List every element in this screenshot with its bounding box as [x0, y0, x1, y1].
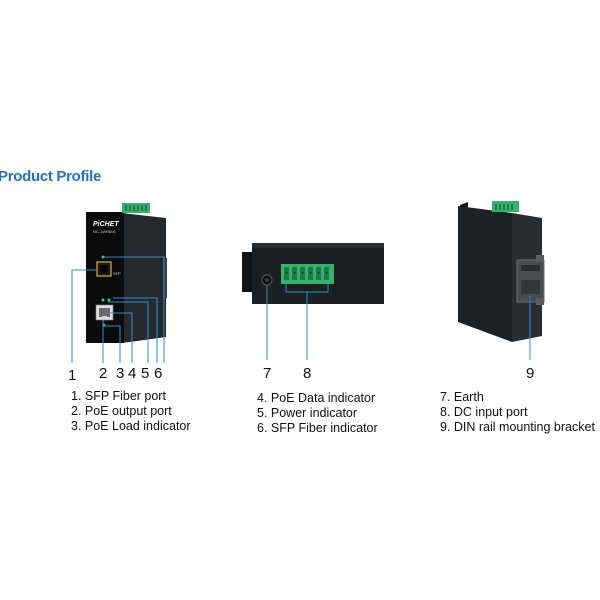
page-title: Product Profile — [0, 168, 102, 185]
sfp-port-cavity — [100, 265, 108, 273]
front-leader-lines — [71, 256, 165, 363]
top-bracket — [242, 252, 254, 292]
legend-item-dc-input-port: 8. DC input port — [440, 405, 528, 419]
front-view: PiCHET NC-1WR800 SFP 1 2 3 4 5 6 — [68, 203, 167, 384]
callout-8: 8 — [303, 365, 311, 382]
legend-col-1: 1. SFP Fiber port 2. PoE output port 3. … — [71, 389, 191, 434]
legend-item-poe-data-indicator: 4. PoE Data indicator — [257, 391, 376, 405]
top-leader-lines — [266, 284, 329, 360]
brand-logo: PiCHET — [93, 221, 119, 228]
back-view: 9 — [458, 201, 545, 382]
terminal-block-top — [122, 203, 150, 213]
legend-item-sfp-fiber-indicator: 6. SFP Fiber indicator — [257, 421, 378, 435]
legend-item-din-rail-bracket: 9. DIN rail mounting bracket — [440, 420, 595, 434]
legend-item-sfp-fiber-port: 1. SFP Fiber port — [71, 389, 166, 403]
power-led-icon — [101, 298, 105, 302]
legend-item-power-indicator: 5. Power indicator — [257, 406, 358, 420]
top-view: 7 8 — [242, 243, 384, 382]
front-side-panel — [122, 213, 166, 343]
front-face — [86, 212, 124, 343]
legend-col-2: 4. PoE Data indicator 5. Power indicator… — [257, 391, 378, 436]
model-label: NC-1WR800 — [93, 229, 116, 234]
legend-col-3: 7. Earth 8. DC input port 9. DIN rail mo… — [440, 390, 595, 435]
terminal-block-back — [492, 201, 519, 212]
callout-1: 1 — [68, 367, 76, 384]
rj45-cavity — [99, 308, 110, 317]
callout-5: 5 — [141, 365, 149, 382]
poe-data-led-icon — [107, 298, 111, 302]
legend-item-earth: 7. Earth — [440, 390, 484, 404]
rail-clip — [163, 258, 167, 298]
sfp-port-label: SFP — [113, 271, 121, 276]
callout-7: 7 — [263, 365, 271, 382]
legend-item-poe-load-indicator: 3. PoE Load indicator — [71, 419, 191, 433]
callout-6: 6 — [154, 365, 162, 382]
legend-item-poe-output-port: 2. PoE output port — [71, 404, 172, 418]
callout-4: 4 — [128, 365, 136, 382]
callout-9: 9 — [526, 365, 534, 382]
callout-2: 2 — [99, 365, 107, 382]
sfp-led-icon — [101, 255, 105, 259]
back-face — [458, 206, 512, 342]
callout-3: 3 — [116, 365, 124, 382]
